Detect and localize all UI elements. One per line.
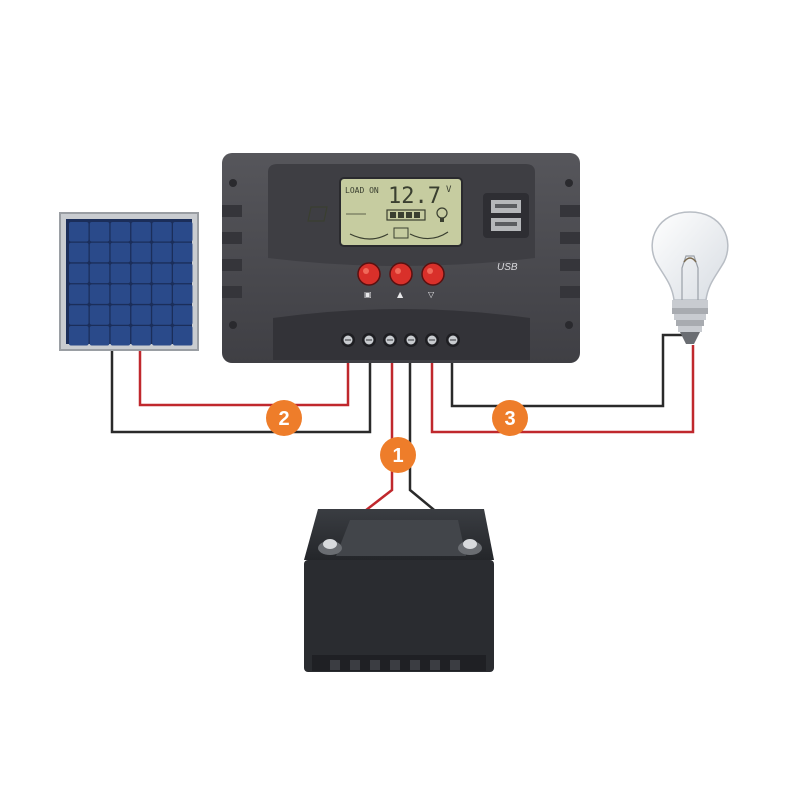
solar-cell [131,326,151,346]
solar-cells [69,222,193,346]
solar-cell [69,305,89,325]
load-negative-wire [450,333,682,408]
lcd-panel-icon [307,206,366,222]
solar-cell [152,263,172,284]
up-icon: ▲ [397,290,404,299]
battery [304,509,494,672]
lcd-flow-arrows [349,231,449,240]
lcd-voltage-unit: V [446,185,452,195]
lcd-voltage-value: 12.7 [388,184,441,209]
charge-controller: LOAD ON 12.7 V [222,153,580,363]
solar-cell [131,263,151,284]
battery-negative-terminal [458,539,482,555]
wires [110,333,695,539]
solar-cell [110,326,131,346]
solar-panel [59,212,199,351]
load-bulb [651,211,729,344]
solar-cell [152,222,172,242]
down-icon: ▽ [428,290,435,299]
solar-cell [173,284,193,304]
solar-cell [152,284,172,304]
battery-positive-terminal [318,539,342,555]
solar-cell [173,326,193,346]
terminal-screw[interactable] [362,333,376,347]
usb-ports: USB [483,193,529,273]
terminal-screw[interactable] [341,333,355,347]
left-fins [222,205,242,298]
up-button[interactable]: ▲ [389,262,413,299]
solar-cell [110,222,131,242]
solar-negative-wire [110,345,372,434]
badge-solar-label: 2 [278,408,289,430]
solar-cell [89,284,110,304]
solar-cell [69,242,89,263]
solar-cell [69,326,89,346]
solar-cell [131,305,151,325]
right-fins [560,205,580,298]
solar-cell [110,242,131,263]
terminal-screw[interactable] [446,333,460,347]
lcd-battery-icon [386,209,426,221]
solar-cell [89,305,110,325]
solar-cell [110,263,131,284]
load-positive-wire [430,345,695,434]
solar-cell [173,242,193,263]
solar-cell [69,284,89,304]
terminal-screw[interactable] [425,333,439,347]
solar-cell [131,222,151,242]
solar-positive-wire [138,345,350,407]
solar-cell [89,263,110,284]
terminals [341,333,460,347]
solar-cell [152,242,172,263]
terminal-block [273,309,530,360]
solar-cell [110,305,131,325]
solar-cell [173,263,193,284]
solar-cell [131,284,151,304]
badge-battery-label: 1 [392,445,403,467]
lcd-bulb-icon [436,207,448,222]
terminal-screw[interactable] [383,333,397,347]
control-buttons: ▣ ▲ ▽ [357,262,445,299]
solar-cell [131,242,151,263]
solar-cell [152,305,172,325]
terminal-screw[interactable] [404,333,418,347]
down-button[interactable]: ▽ [421,262,445,299]
badge-load-label: 3 [504,408,515,430]
solar-cell [89,242,110,263]
solar-cell [152,326,172,346]
solar-cell [89,222,110,242]
menu-icon: ▣ [364,290,372,299]
menu-button[interactable]: ▣ [357,262,381,299]
badge-solar: 2 [266,400,302,436]
badge-battery: 1 [380,437,416,473]
solar-cell [173,222,193,242]
badge-load: 3 [492,400,528,436]
solar-cell [173,305,193,325]
solar-cell [69,222,89,242]
solar-cell [110,284,131,304]
lcd-status-text: LOAD ON [345,186,379,195]
lcd-screen: LOAD ON 12.7 V [307,177,463,247]
solar-cell [89,326,110,346]
solar-cell [69,263,89,284]
usb-label: USB [497,262,518,273]
